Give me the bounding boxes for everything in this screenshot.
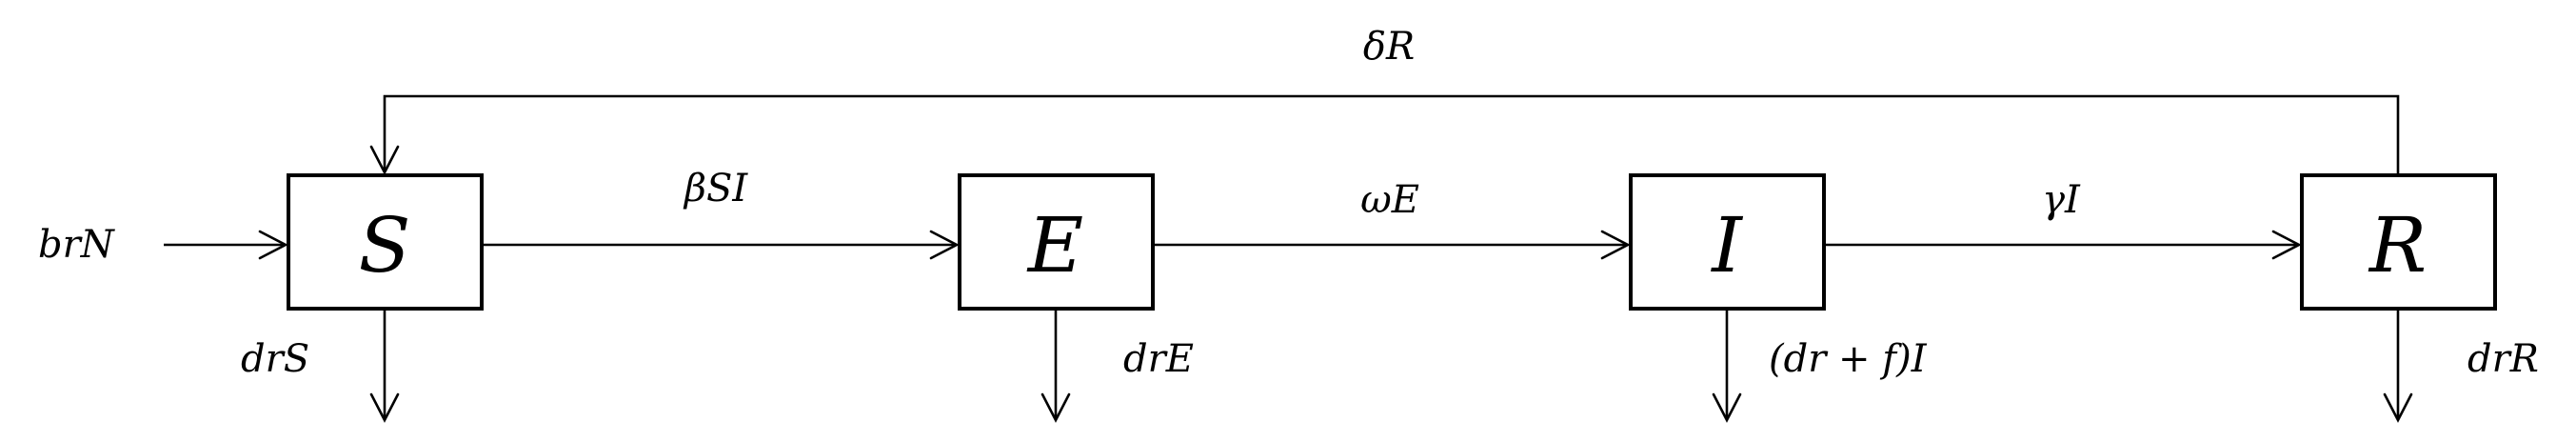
rate-r-to-s: δR [1363, 25, 1415, 69]
arrow-death-e [1040, 309, 1071, 423]
arrow-death-i [1712, 309, 1742, 423]
box-r [2300, 173, 2497, 311]
rate-birth: brN [38, 223, 116, 267]
arrow-s-to-e [482, 230, 960, 260]
rate-death-r: drR [2467, 337, 2539, 381]
rate-e-to-i: ωE [1360, 178, 1419, 222]
label-r: R [2368, 201, 2427, 290]
label-s: S [359, 201, 411, 290]
arrow-death-s [369, 309, 400, 423]
rate-death-i: (dr + f)I [1769, 337, 1928, 381]
rate-s-to-e: βSI [683, 167, 749, 211]
arrow-death-r [2383, 309, 2413, 423]
arrow-r-to-s [369, 94, 2400, 175]
rate-death-e: drE [1123, 337, 1194, 381]
label-e: E [1026, 201, 1083, 290]
box-s [287, 173, 484, 311]
arrow-e-to-i [1153, 230, 1631, 260]
box-e [958, 173, 1155, 311]
arrow-birth [164, 230, 288, 260]
label-i: I [1710, 201, 1743, 290]
arrow-i-to-r [1824, 230, 2302, 260]
rate-i-to-r: γI [2042, 178, 2081, 222]
rate-death-s: drS [241, 337, 309, 381]
